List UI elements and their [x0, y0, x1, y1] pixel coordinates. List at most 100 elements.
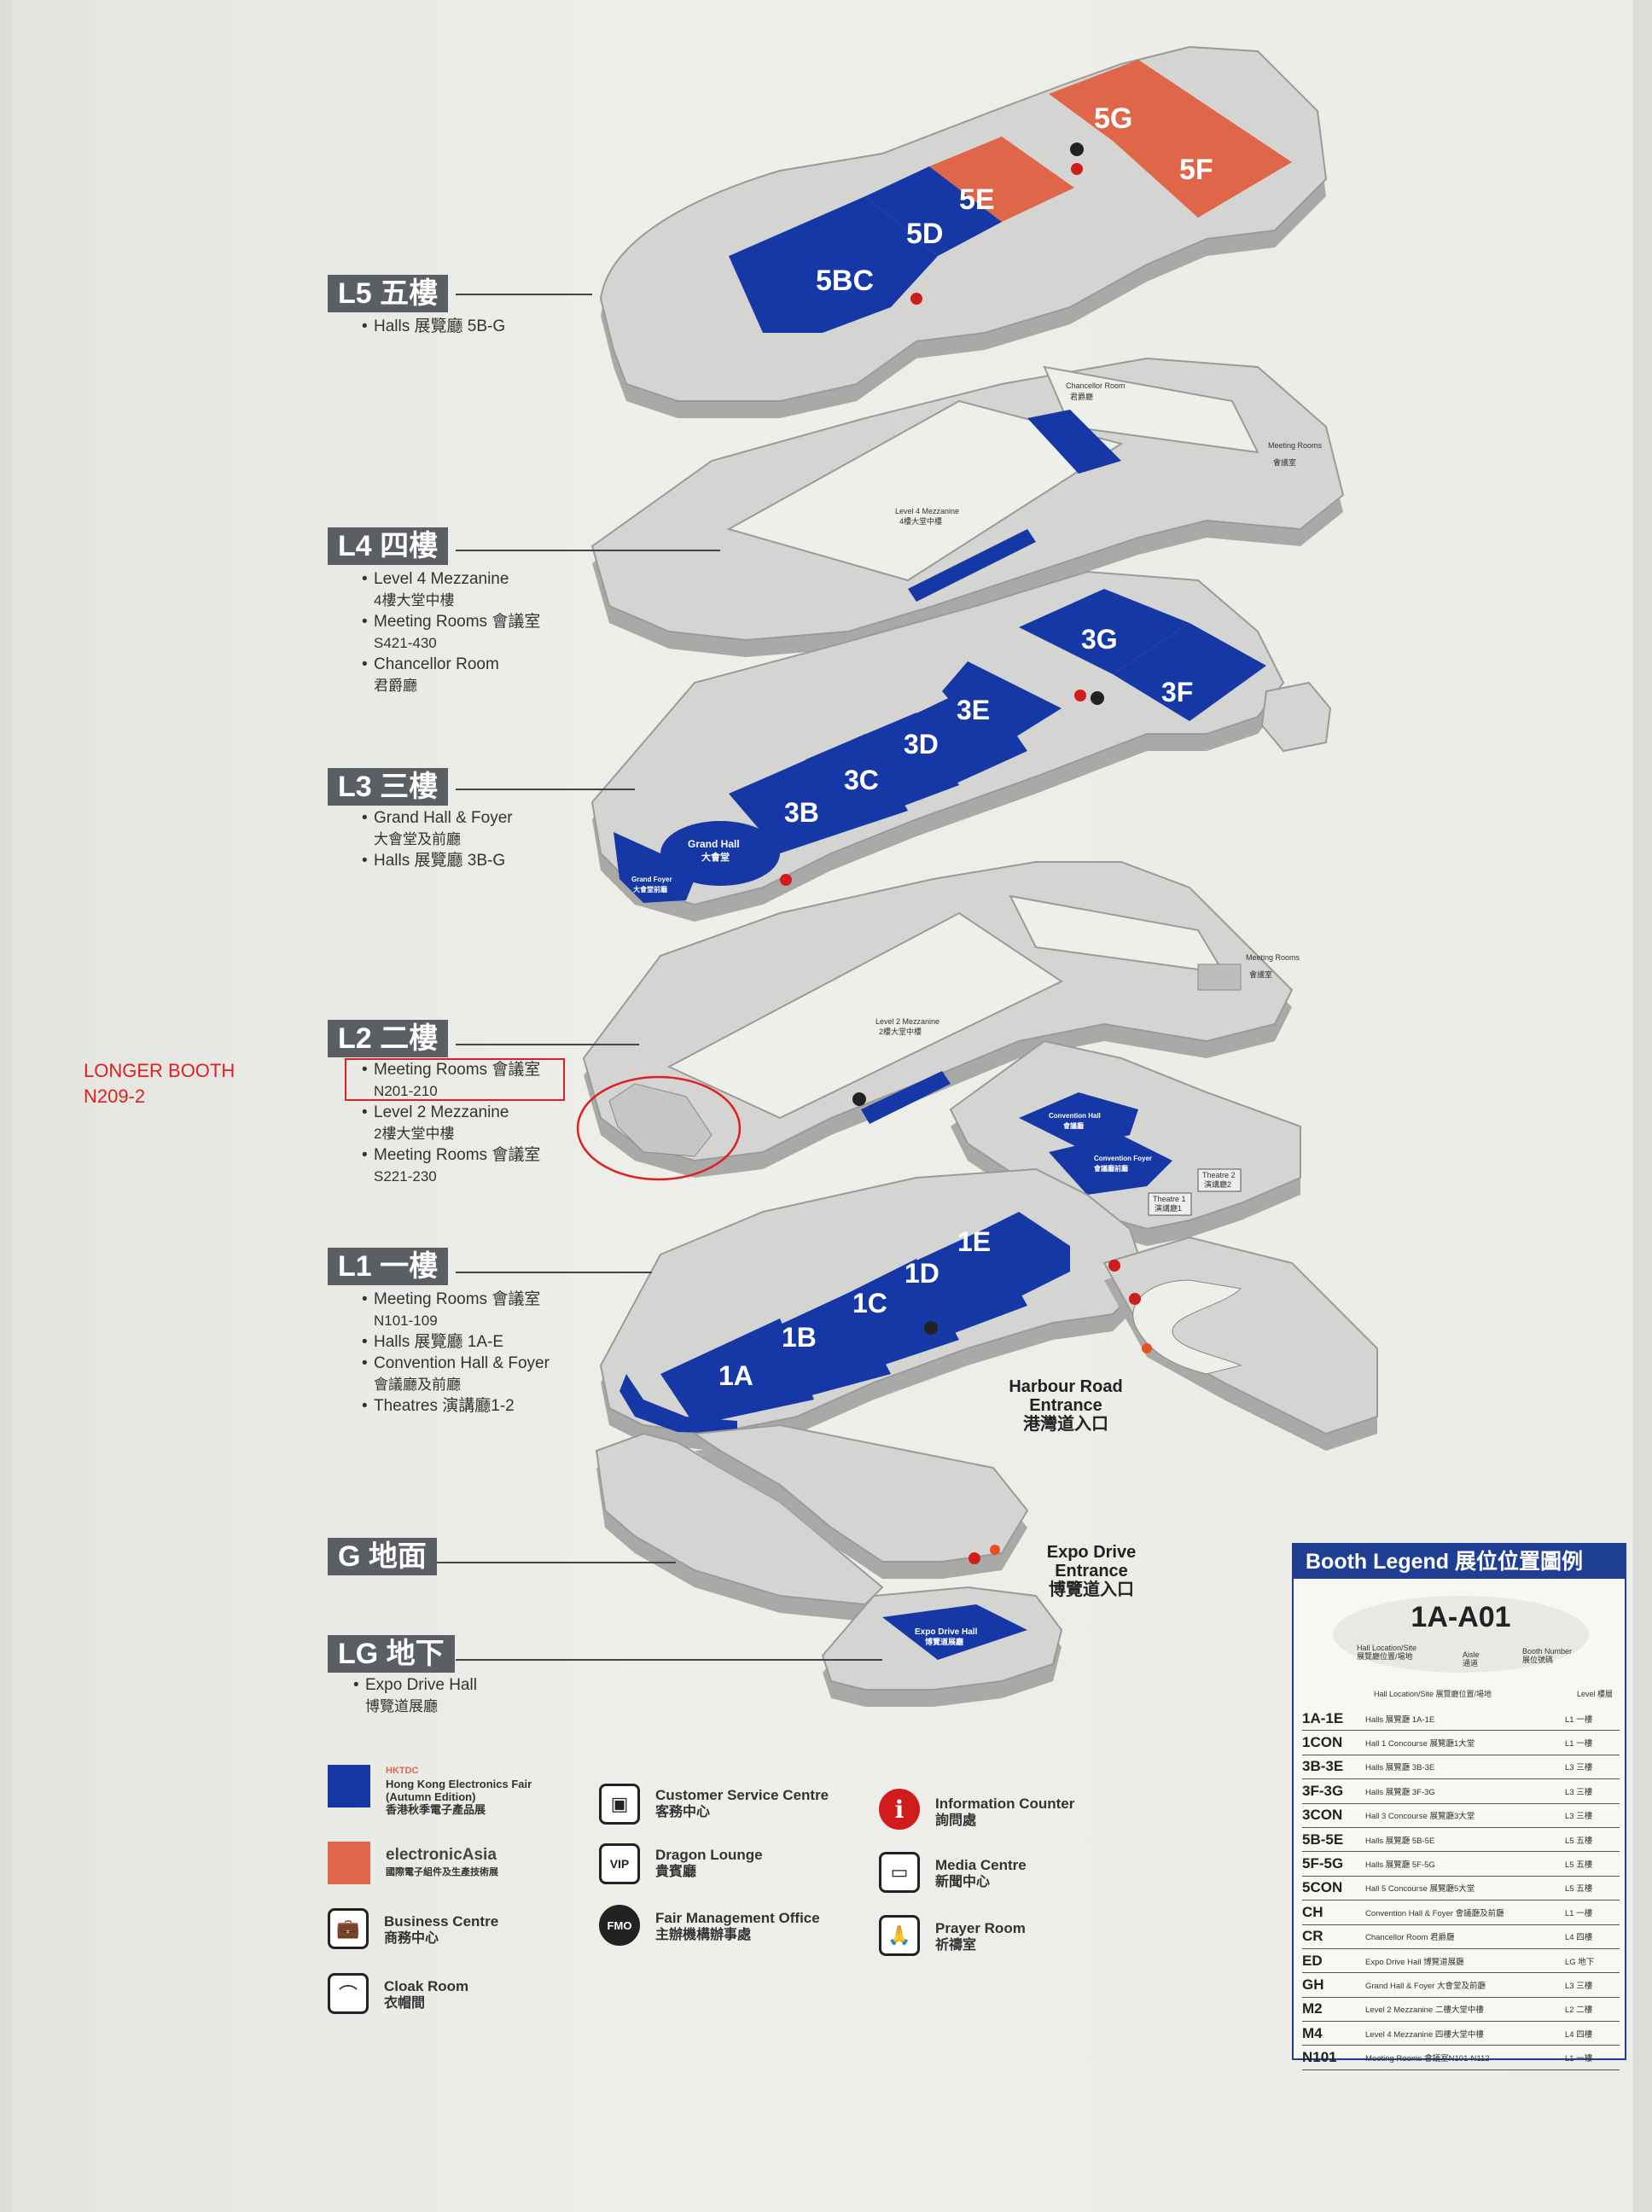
booth-legend-header: Hall Location/Site 展覽廳位置/場地 Level 樓層 — [1374, 1690, 1613, 1698]
folder-icon: ▭ — [879, 1852, 920, 1893]
information-counter-icon — [1108, 1260, 1120, 1272]
level-l3-tag: L3 三樓 — [328, 768, 449, 806]
convention-foyer-label: Convention Foyer — [1094, 1155, 1152, 1162]
convention-hall-zh: 會議廳 — [1062, 1121, 1084, 1130]
grand-hall-label: Grand Hall — [688, 838, 740, 850]
booth-legend-level: L5 五樓 — [1565, 1884, 1593, 1895]
theatre-2-zh: 演講廳2 — [1204, 1179, 1231, 1189]
booth-legend-desc: Grand Hall & Foyer 大會堂及前廳 — [1365, 1981, 1486, 1991]
floor-l2: Level 2 Mezzanine 2樓大堂中樓 Meeting Rooms 會… — [576, 861, 1300, 1181]
harbour-entrance-marker — [1142, 1343, 1152, 1353]
l2-meeting-rooms-label: Meeting Rooms — [1246, 953, 1300, 962]
fmo-icon — [1091, 691, 1104, 705]
level-lg-tag: LG 地下 — [328, 1635, 455, 1673]
booth-legend-level: L3 三樓 — [1565, 1787, 1593, 1797]
booth-legend-desc: Level 2 Mezzanine 二樓大堂中樓 — [1365, 2005, 1484, 2016]
booth-legend-level: LG 地下 — [1565, 1957, 1595, 1967]
booth-legend-code: 5F-5G — [1302, 1855, 1344, 1872]
hkef-swatch — [328, 1765, 370, 1807]
booth-legend-code: 1CON — [1302, 1734, 1343, 1751]
booth-legend-level: L1 一樓 — [1565, 1714, 1593, 1725]
harbour-road-entrance: Harbour Road Entrance 港灣道入口 — [1009, 1377, 1123, 1434]
booth-legend-code: N101 — [1302, 2049, 1337, 2066]
convention-foyer — [1049, 1135, 1172, 1195]
l4-meeting-rooms-label: Meeting Rooms — [1268, 441, 1323, 450]
prayer-icon: 🙏 — [879, 1915, 920, 1956]
theatre-1-label: Theatre 1 — [1153, 1195, 1186, 1203]
floor-plan-board: 5G 5F 5E 5D 5BC Chancellor Room 君爵廳 Leve… — [12, 0, 1633, 2212]
booth-legend-level: L4 四樓 — [1565, 1933, 1593, 1943]
expo-drive-hall-zh: 博覽道展廳 — [925, 1637, 963, 1646]
booth-legend-code: 5CON — [1302, 1879, 1343, 1896]
booth-legend-level: L4 四樓 — [1565, 2029, 1593, 2040]
hall-1e — [942, 1212, 1070, 1301]
l4-mezzanine-zh: 4樓大堂中樓 — [899, 516, 942, 526]
floor-lg: Expo Drive Hall 博覽道展廳 — [821, 1586, 1063, 1707]
booth-legend-code: CH — [1302, 1903, 1323, 1920]
hall-3e — [942, 661, 1062, 751]
expo-drive-hall — [882, 1604, 1027, 1660]
hall-5f — [1113, 102, 1292, 218]
booth-legend-desc: Hall 3 Concourse 展覽廳3大堂 — [1365, 1812, 1475, 1822]
booth-legend-level: L5 五樓 — [1565, 1860, 1593, 1871]
booth-legend-code: M2 — [1302, 2000, 1323, 2017]
hall-5f-label: 5F — [1179, 154, 1213, 186]
hall-5d — [865, 166, 1002, 256]
level-l3-item: Halls 展覽廳 3B-G — [362, 850, 584, 871]
booth-legend-desc: Halls 展覽廳 5F-5G — [1365, 1860, 1435, 1871]
booth-legend-desc: Meeting Rooms 會議室N101-N112 — [1365, 2054, 1490, 2064]
key-hkef: HKTDC Hong Kong Electronics Fair (Autumn… — [328, 1765, 584, 1816]
l4-meeting-rooms-zh: 會議室 — [1273, 457, 1296, 467]
longer-booth-annotation: LONGER BOOTH N209-2 — [84, 1060, 236, 1107]
theatre-2-label: Theatre 2 — [1202, 1171, 1236, 1179]
hall-3f-label: 3F — [1161, 677, 1193, 707]
information-counter-icon — [1129, 1293, 1141, 1305]
level-l1-item: Theatres 演講廳1-2 — [362, 1395, 584, 1417]
annotation-highlight-box — [345, 1058, 565, 1101]
electronicasia-logo: electronicAsia — [386, 1846, 497, 1864]
grand-foyer — [614, 832, 695, 903]
hktdc-logo: HKTDC — [386, 1766, 419, 1776]
booth-legend-desc: Halls 展覽廳 3F-3G — [1365, 1787, 1435, 1797]
booth-legend-level: L3 三樓 — [1565, 1763, 1593, 1773]
vip-icon: VIP — [599, 1843, 640, 1884]
key-electronicasia: electronicAsia 國際電子組件及生產技術展 — [328, 1842, 584, 1884]
level-l1-tag: L1 一樓 — [328, 1248, 449, 1285]
level-l2-tag: L2 二樓 — [328, 1020, 449, 1057]
hall-1e-label: 1E — [957, 1226, 991, 1257]
booth-legend-level: L5 五樓 — [1565, 1836, 1593, 1846]
booth-legend-code: 1A-1E — [1302, 1709, 1344, 1726]
hall-3g-label: 3G — [1081, 624, 1118, 655]
booth-legend-desc: Hall 5 Concourse 展覽廳5大堂 — [1365, 1884, 1475, 1895]
level-l1-item: Halls 展覽廳 1A-E — [362, 1331, 584, 1353]
grand-foyer-label: Grand Foyer — [631, 876, 672, 883]
electronicasia-swatch — [328, 1842, 370, 1884]
hall-3e-label: 3E — [957, 695, 990, 725]
level-l5-tag: L5 五樓 — [328, 275, 449, 312]
fmo-icon — [852, 1092, 866, 1106]
floor-plan-map: 5G 5F 5E 5D 5BC Chancellor Room 君爵廳 Leve… — [576, 45, 1378, 1707]
floor-l5: 5G 5F 5E 5D 5BC — [599, 45, 1328, 418]
booth-legend-level: L3 三樓 — [1565, 1812, 1593, 1822]
l2-mezzanine-label: Level 2 Mezzanine — [875, 1017, 939, 1026]
